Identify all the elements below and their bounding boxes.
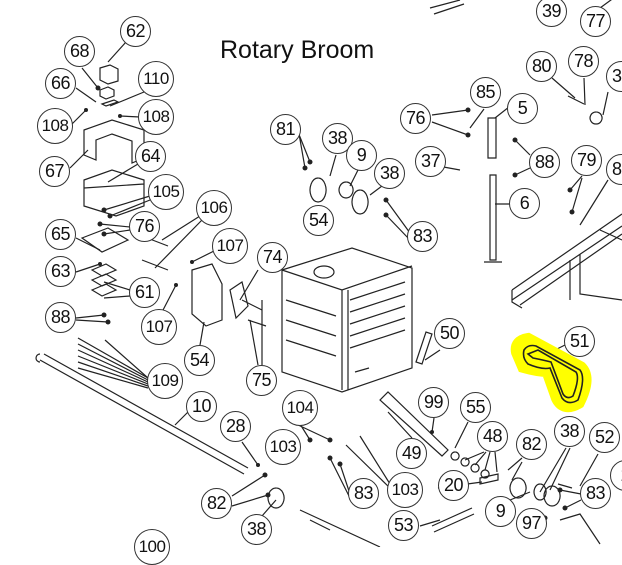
callout-83: 83 xyxy=(348,478,379,509)
callout-76: 76 xyxy=(129,211,160,242)
callout-63: 63 xyxy=(45,256,76,287)
callout-53: 53 xyxy=(388,510,419,541)
callout-55: 55 xyxy=(460,392,491,423)
callout-28: 28 xyxy=(220,411,251,442)
callout-52: 52 xyxy=(589,422,620,453)
callout-68: 68 xyxy=(64,36,95,67)
diagram-title: Rotary Broom xyxy=(220,36,375,64)
callout-6: 6 xyxy=(509,188,540,219)
callout-78: 78 xyxy=(568,46,599,77)
callout-103: 103 xyxy=(265,429,301,465)
callout-20: 20 xyxy=(438,470,469,501)
callout-66: 66 xyxy=(45,68,76,99)
callout-100: 100 xyxy=(134,529,170,565)
callout-80: 80 xyxy=(526,51,557,82)
callout-37: 37 xyxy=(415,146,446,177)
callout-77: 77 xyxy=(580,6,611,37)
callout-81: 81 xyxy=(270,114,301,145)
callout-106: 106 xyxy=(196,190,232,226)
callout-88: 88 xyxy=(529,147,560,178)
callout-83: 83 xyxy=(407,221,438,252)
callout-9: 9 xyxy=(485,496,516,527)
callout-38: 38 xyxy=(241,514,272,545)
callout-38: 38 xyxy=(554,416,585,447)
callout-49: 49 xyxy=(396,438,427,469)
callout-51: 51 xyxy=(564,326,595,357)
callout-54: 54 xyxy=(303,205,334,236)
callout-54: 54 xyxy=(184,345,215,376)
callout-107: 107 xyxy=(212,228,248,264)
callout-82: 82 xyxy=(516,429,547,460)
callout-97: 97 xyxy=(516,508,547,539)
callout-99: 99 xyxy=(418,387,449,418)
callout-76: 76 xyxy=(400,103,431,134)
callout-39: 39 xyxy=(536,0,567,27)
callout-103: 103 xyxy=(387,472,423,508)
callout-50: 50 xyxy=(434,318,465,349)
callout-48: 48 xyxy=(477,421,508,452)
callout-5: 5 xyxy=(507,93,538,124)
callout-64: 64 xyxy=(135,141,166,172)
callout-9: 9 xyxy=(346,140,377,171)
callout-104: 104 xyxy=(282,390,318,426)
callout-107: 107 xyxy=(141,309,177,345)
callout-74: 74 xyxy=(257,242,288,273)
callout-61: 61 xyxy=(129,277,160,308)
callout-67: 67 xyxy=(39,156,70,187)
callout-10: 10 xyxy=(186,391,217,422)
callout-75: 75 xyxy=(246,365,277,396)
callout-88: 88 xyxy=(45,302,76,333)
callout-65: 65 xyxy=(45,219,76,250)
callout-105: 105 xyxy=(148,174,184,210)
callout-109: 109 xyxy=(147,363,183,399)
callout-108: 108 xyxy=(138,99,174,135)
parts-drawing xyxy=(35,0,622,547)
callout-82: 82 xyxy=(201,488,232,519)
callout-110: 110 xyxy=(138,61,174,97)
callout-85: 85 xyxy=(470,77,501,108)
callout-38: 38 xyxy=(374,158,405,189)
callout-108: 108 xyxy=(37,108,73,144)
callout-83: 83 xyxy=(580,478,611,509)
callout-62: 62 xyxy=(120,16,151,47)
callout-79: 79 xyxy=(571,145,602,176)
